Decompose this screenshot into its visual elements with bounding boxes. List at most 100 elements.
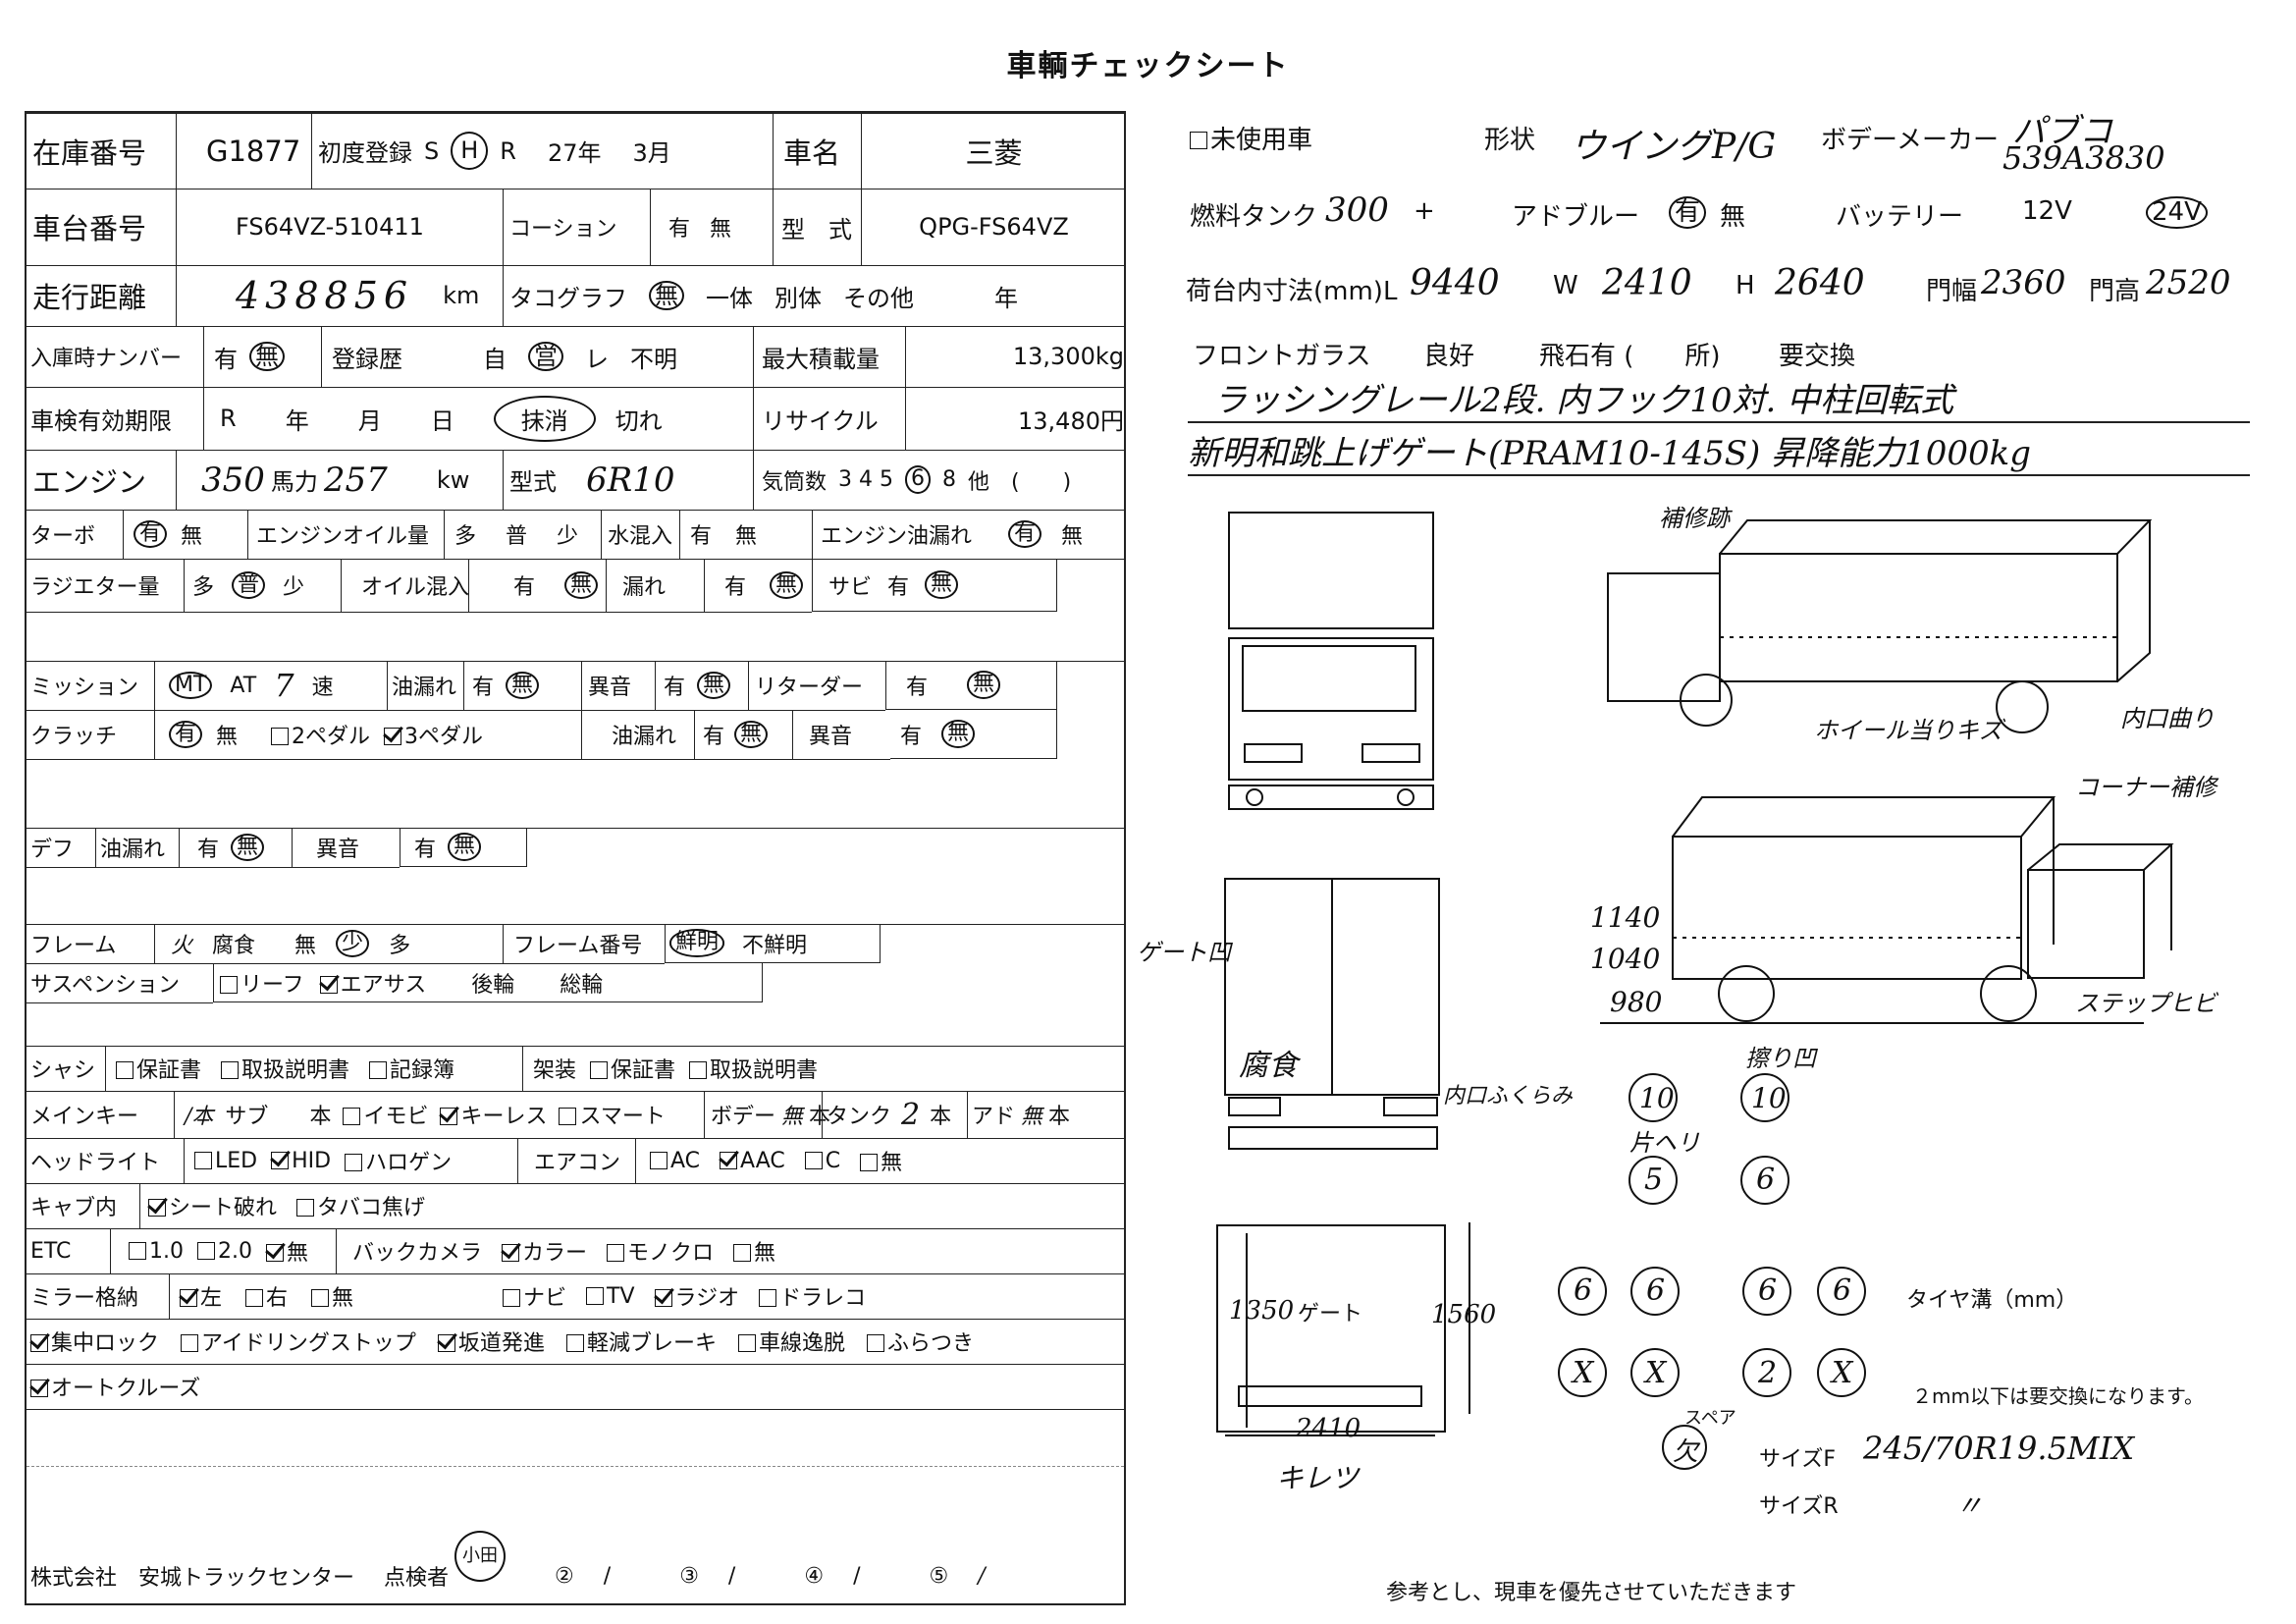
coating-options: 有 無 xyxy=(650,189,773,265)
gate-height-1: 1350 xyxy=(1229,1296,1295,1326)
tire-depth-label: タイヤ溝（mm） xyxy=(1906,1288,2078,1313)
drarec-checkbox xyxy=(759,1289,777,1307)
history-re: レ xyxy=(585,345,609,373)
footer-content: 株式会社 安城トラックセンター 点検者 小田 ②/ ③/ ④/ ⑤/ xyxy=(30,1531,986,1605)
coating-label: コーション xyxy=(503,189,650,265)
unused-option: 未使用車 xyxy=(1190,120,1312,156)
mission-at: AT xyxy=(230,673,257,698)
pedal2-checkbox xyxy=(271,728,290,745)
body-warranty-label: 保証書 xyxy=(611,1058,676,1083)
radio-checkbox xyxy=(654,1289,672,1307)
central-lock-label: 集中ロック xyxy=(51,1331,160,1356)
insp-r: R xyxy=(220,405,237,432)
right-checkbox xyxy=(245,1289,264,1307)
engine-type-val: 6R10 xyxy=(586,460,675,500)
car-name-label: 車名 xyxy=(773,113,871,189)
hill-label: 坂道発進 xyxy=(457,1331,545,1356)
blank-row-1 xyxy=(27,612,1124,662)
turbo-options: 有 無 xyxy=(123,510,260,559)
air-checkbox xyxy=(319,975,338,994)
row-cruise: オートクルーズ xyxy=(27,1364,1124,1410)
tank-label: タンク xyxy=(827,1105,892,1129)
headlight-options: LED HID ハロゲン xyxy=(184,1138,537,1183)
row-headlight: ヘッドライト LED HID ハロゲン エアコン AC AAC C 無 xyxy=(27,1138,1124,1184)
row-mileage: 走行距離 438856 km タコグラフ 無 一体 別体 その他 年 xyxy=(27,265,1124,327)
ac-none-label: 無 xyxy=(881,1151,903,1175)
retarder-label: リターダー xyxy=(748,661,885,710)
safety-options: 集中ロック アイドリングストップ 坂道発進 軽減ブレーキ 車線逸脱 ふらつき xyxy=(30,1319,974,1364)
frame-rot-label: 腐食 xyxy=(212,934,256,958)
engine-type: 型式 6R10 xyxy=(503,450,753,510)
etc2-checkbox xyxy=(197,1241,215,1260)
adkey: アド 無 本 xyxy=(967,1091,1128,1138)
tacho-none: 無 xyxy=(649,280,684,311)
row-stock: 在庫番号 G1877 初度登録 S H R 27年 3月 車名 三菱 xyxy=(27,113,1124,189)
row-clutch: クラッチ 有 無 2ペダル 3ペダル 油漏れ 有 無 異音 有 無 xyxy=(27,710,1124,760)
history-unknown: 不明 xyxy=(630,345,677,373)
mainkey-label: メインキー xyxy=(30,1105,139,1129)
frame-none: 無 xyxy=(294,934,317,958)
height-1040: 1040 xyxy=(1590,943,1661,975)
mis-leak-label: 油漏れ xyxy=(387,661,465,710)
rad-label: ラジエター量 xyxy=(30,575,160,600)
retarder-no: 無 xyxy=(967,671,1001,699)
body-manual-checkbox xyxy=(689,1061,708,1079)
oil-mix-yes: 有 xyxy=(513,575,536,600)
cab-label: キャブ内 xyxy=(30,1196,118,1220)
plate-options: 有 無 xyxy=(203,326,439,387)
cargo-label: 荷台内寸法(mm)L xyxy=(1186,277,1398,306)
car-name: 三菱 xyxy=(861,113,1126,189)
oil-normal: 普 xyxy=(506,524,528,549)
ann-corner: コーナー補修 xyxy=(2075,774,2216,801)
hp-label: 馬力 xyxy=(270,468,318,496)
adkey-unit: 本 xyxy=(1048,1105,1071,1129)
left-checkbox xyxy=(180,1289,197,1307)
backcam-label: バックカメラ xyxy=(352,1241,483,1266)
rust-label: サビ xyxy=(828,574,873,600)
row-engine: エンジン 350 馬力 257 kw 型式 6R10 気筒数 3 4 5 6 8… xyxy=(27,450,1124,511)
recycle: 13,480円 xyxy=(905,387,1128,450)
diff-label: デフ xyxy=(30,838,75,862)
water-yes: 有 xyxy=(690,524,713,549)
model-label: 型 式 xyxy=(773,189,861,265)
row-inspection: 車検有効期限 R 年 月 日 抹消 切れ リサイクル 13,480円 xyxy=(27,387,1124,451)
coating-yes: 有 xyxy=(668,217,691,242)
cruise-label: オートクルーズ xyxy=(51,1377,201,1401)
oil-mix-label: オイル混入 xyxy=(341,559,498,612)
etc-none-label: 無 xyxy=(287,1241,309,1266)
cyl-other: 他 ( ) xyxy=(968,469,1072,495)
spare-value: 欠 xyxy=(1673,1437,1699,1467)
diff-leak-yes: 有 xyxy=(197,838,220,862)
battery-24v: 24V xyxy=(2146,196,2208,229)
blank-row-3 xyxy=(27,867,1124,925)
first-reg-label: 初度登録 xyxy=(318,139,412,167)
tank-val: 2 xyxy=(901,1097,921,1132)
hill-checkbox xyxy=(437,1334,455,1352)
idling-checkbox xyxy=(181,1334,199,1352)
air-label: エアサス xyxy=(340,972,427,998)
brake-checkbox xyxy=(565,1334,584,1352)
all-label: 総輪 xyxy=(560,972,604,998)
oil-few: 少 xyxy=(557,524,579,549)
glass-chip-label: 飛石有 ( 所) xyxy=(1539,342,1721,371)
battery-12v: 12V xyxy=(2022,196,2072,226)
mission-speeds: 7 xyxy=(274,667,294,704)
frame-no-label: フレーム番号 xyxy=(503,924,669,963)
susp-label: サスペンション xyxy=(30,973,181,998)
halogen-label: ハロゲン xyxy=(365,1151,453,1175)
mis-leak-yes: 有 xyxy=(472,676,495,700)
tacho-year: 年 xyxy=(994,284,1018,312)
body-manual-label: 取扱説明書 xyxy=(710,1058,819,1083)
glass-good: 良好 xyxy=(1423,342,1475,371)
recycle-label: リサイクル xyxy=(753,387,905,450)
keyless-checkbox xyxy=(440,1108,458,1125)
color-checkbox xyxy=(502,1244,520,1262)
right-label: 右 xyxy=(266,1286,289,1311)
tire-mid-left: 5 xyxy=(1644,1163,1664,1197)
tire-r1-3: 6 xyxy=(1758,1273,1778,1308)
plate-label: 入庫時ナンバー xyxy=(30,347,183,371)
cargo-w-label: W xyxy=(1553,271,1578,300)
gate-height-2: 1560 xyxy=(1431,1300,1497,1329)
mirror-none-checkbox xyxy=(311,1289,330,1307)
door-width-label: 門幅 xyxy=(1926,277,1978,306)
